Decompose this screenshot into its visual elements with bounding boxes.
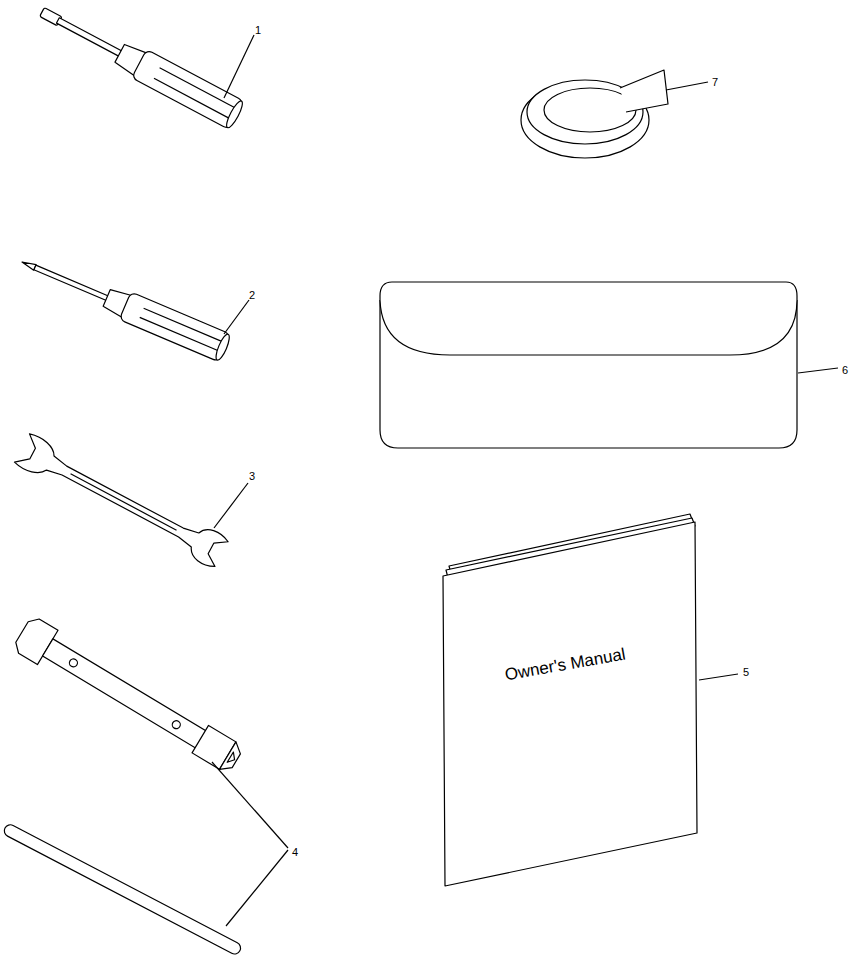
leader-line: [666, 82, 708, 90]
tommy-bar: [2, 823, 242, 956]
screwdriver: [34, 0, 245, 130]
callout-number: 4: [292, 847, 298, 858]
callout-number: 6: [842, 365, 848, 376]
owners-manual: [443, 514, 697, 886]
wrench: [14, 432, 230, 569]
callout-number: 2: [249, 290, 255, 301]
tube-wrench: [12, 615, 247, 778]
callout-number: 5: [743, 667, 749, 678]
leader-line: [224, 300, 249, 334]
callout-number: 3: [249, 471, 255, 482]
callout-number: 1: [255, 25, 261, 36]
tool-pouch: [380, 282, 797, 448]
leader-line: [214, 483, 248, 528]
leader-line: [226, 850, 288, 926]
callout-number: 7: [712, 77, 718, 88]
screwdriver: [16, 248, 232, 362]
tape-roll: [521, 70, 668, 158]
leader-line: [212, 762, 288, 848]
leader-line: [224, 35, 254, 98]
leader-line: [699, 674, 738, 680]
leader-line: [798, 368, 838, 373]
